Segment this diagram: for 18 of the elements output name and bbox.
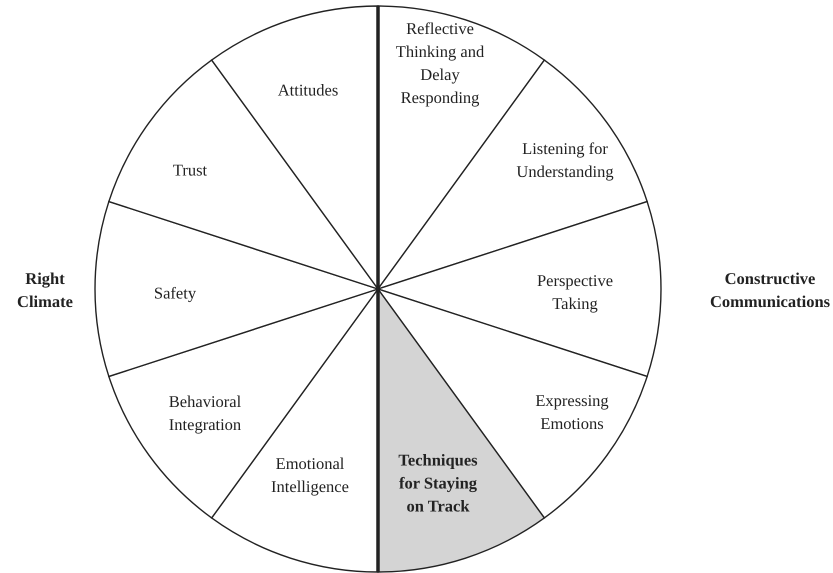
sector-label: Expressing Emotions — [534, 390, 610, 435]
sector-wedge — [377, 288, 648, 519]
sector-label: Trust — [172, 160, 208, 182]
sector-wedge — [108, 288, 379, 519]
sector-label: Emotional Intelligence — [270, 453, 350, 498]
sector-label: Techniques for Staying on Track — [398, 450, 478, 518]
group-label: Constructive Communications — [708, 268, 832, 313]
sector-label: Listening for Understanding — [515, 138, 615, 183]
sector-label: Safety — [152, 282, 198, 304]
sector-wedge — [377, 59, 648, 290]
sector-wedge — [210, 5, 379, 290]
sector-label: Reflective Thinking and Delay Responding — [394, 18, 486, 109]
sector-label: Behavioral Integration — [168, 391, 242, 436]
sector-wedge — [94, 200, 379, 378]
sector-wedge — [377, 200, 662, 378]
sector-label: Attitudes — [276, 80, 340, 102]
sector-label: Perspective Taking — [536, 270, 614, 315]
group-label: Right Climate — [16, 268, 74, 313]
